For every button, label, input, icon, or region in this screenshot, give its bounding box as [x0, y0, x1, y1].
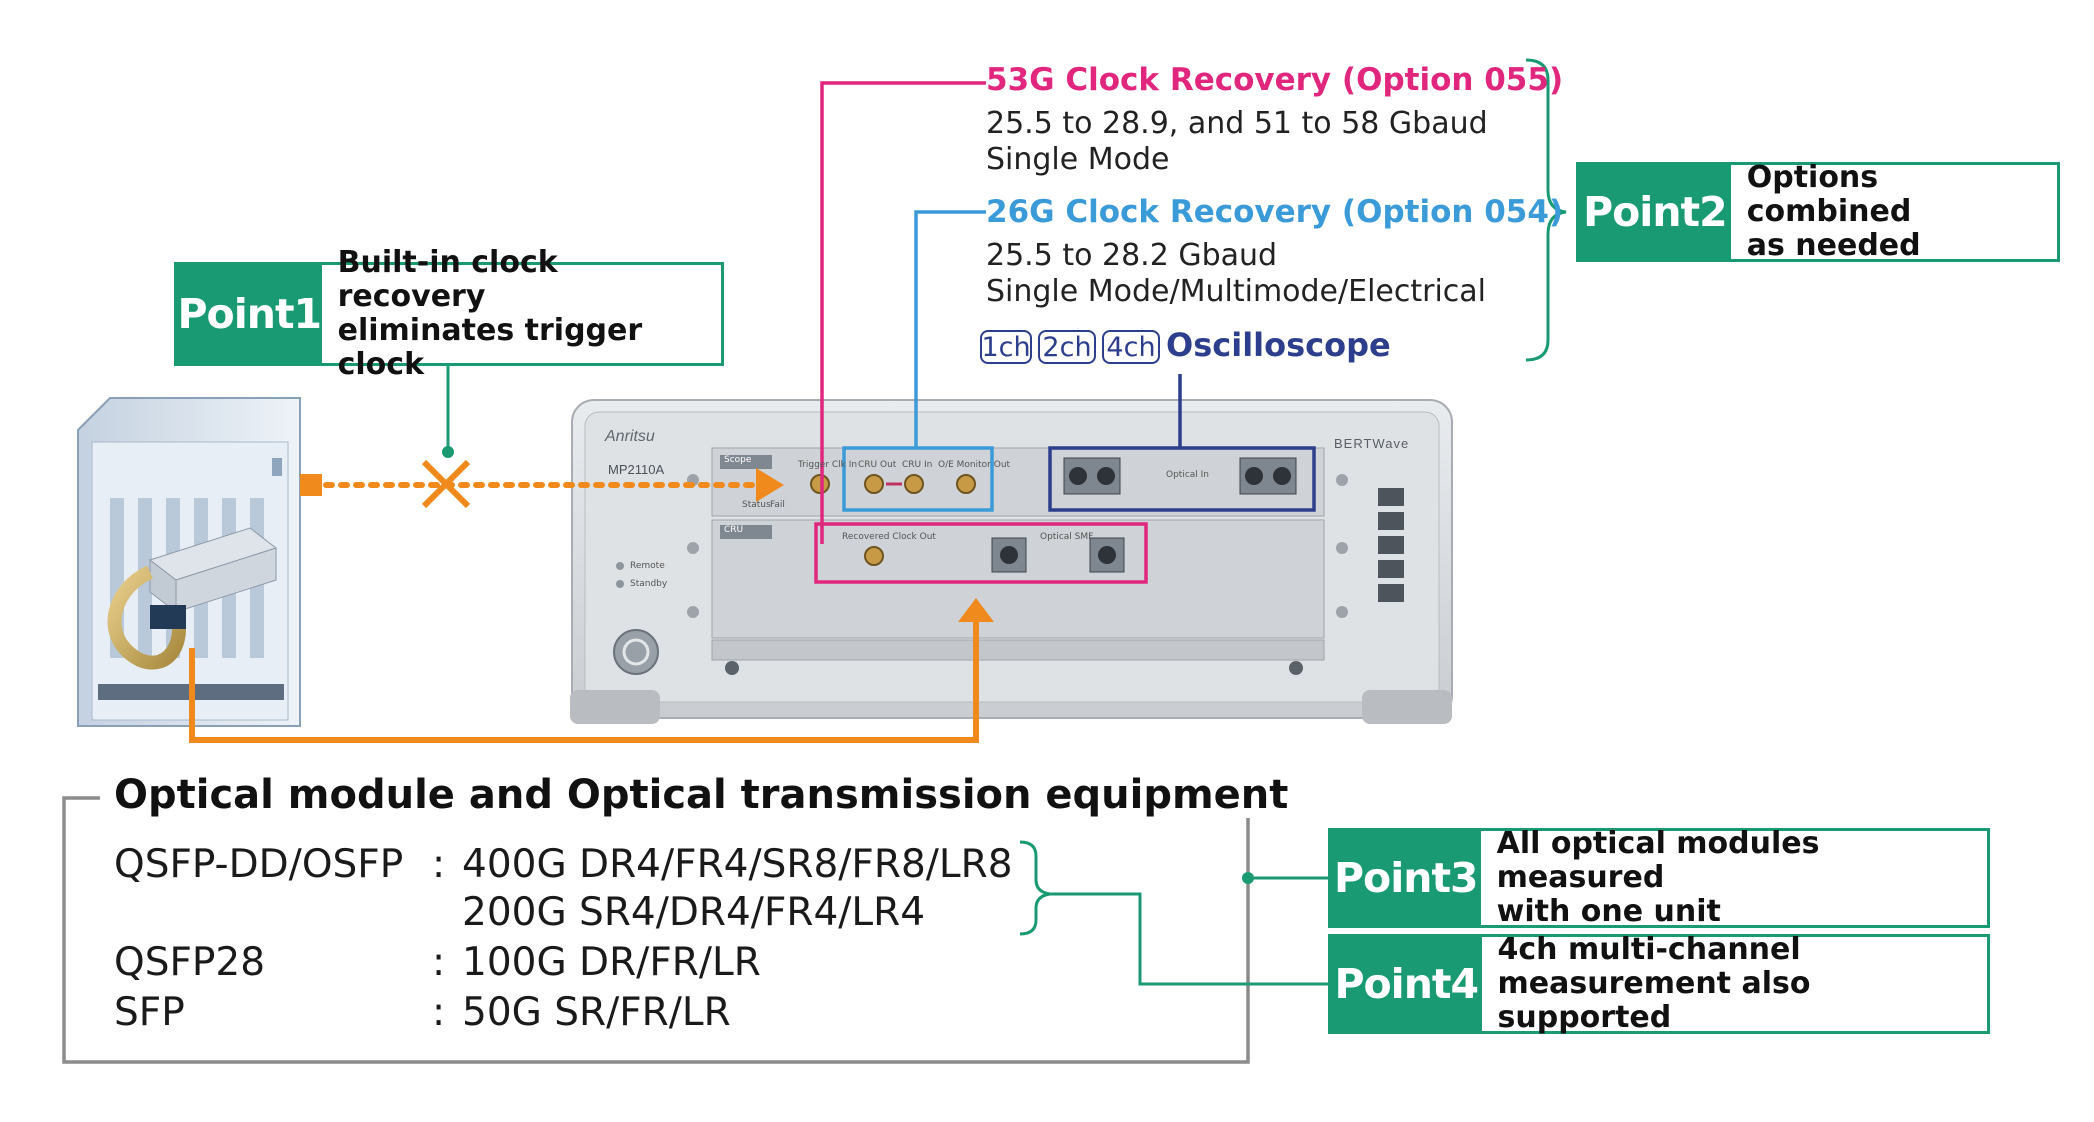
trigger-in-label: Trigger Clk In	[798, 460, 858, 470]
option-054-baud: 25.5 to 28.2 Gbaud	[986, 238, 1278, 273]
point3-label: Point3	[1331, 831, 1481, 925]
product-logo: BERTWave	[1334, 436, 1410, 451]
equipment-row-1-name: QSFP-DD/OSFP	[114, 842, 404, 887]
model-label: MP2110A	[608, 462, 665, 477]
equipment-row-3-sep: :	[432, 940, 446, 985]
trigger-out-port	[300, 474, 322, 496]
equipment-row-4-name: SFP	[114, 990, 185, 1035]
option-055-title: 53G Clock Recovery (Option 055)	[986, 62, 1564, 98]
fail-label: Fail	[770, 500, 785, 510]
standby-label: Standby	[630, 579, 668, 589]
optical-smf-label: Optical SMF	[1040, 532, 1094, 542]
equipment-row-4-value: 50G SR/FR/LR	[462, 990, 731, 1035]
point4-box: Point4 4ch multi-channel measurement als…	[1328, 932, 1990, 1035]
oscilloscope-label: Oscilloscope	[1166, 326, 1391, 364]
cru-in-label: CRU In	[902, 460, 933, 470]
brand-logo: Anritsu	[605, 428, 655, 445]
point1-label: Point1	[177, 265, 322, 363]
option-054-title: 26G Clock Recovery (Option 054)	[986, 194, 1564, 230]
option-055-baud: 25.5 to 28.9, and 51 to 58 Gbaud	[986, 106, 1488, 141]
equipment-row-2-value: 200G SR4/DR4/FR4/LR4	[462, 890, 926, 935]
option-054-mode: Single Mode/Multimode/Electrical	[986, 274, 1487, 309]
optical-in-label: Optical In	[1166, 470, 1210, 480]
point3-line1: All optical modules measured	[1496, 826, 1820, 895]
chip-4ch: 4ch	[1102, 330, 1160, 364]
equipment-row-3-value: 100G DR/FR/LR	[462, 940, 761, 985]
chip-2ch: 2ch	[1038, 330, 1096, 364]
equipment-heading: Optical module and Optical transmission …	[100, 772, 1303, 818]
remote-label: Remote	[630, 561, 665, 571]
cru-tab-label: CRU	[724, 525, 744, 535]
point2-line2: as needed	[1746, 228, 1921, 263]
point1-line2: eliminates trigger clock	[337, 313, 643, 382]
equipment-row-4-sep: :	[432, 990, 446, 1035]
point4-line1: 4ch multi-channel	[1497, 932, 1801, 967]
cru-out-label: CRU Out	[858, 460, 897, 470]
instrument-body	[570, 399, 1453, 724]
point4-label: Point4	[1331, 937, 1482, 1031]
point2-box: Point2 Options combined as needed	[1576, 160, 2060, 263]
cross-mark-icon	[421, 459, 471, 509]
option-055-mode: Single Mode	[986, 142, 1170, 177]
oe-monitor-out-label: O/E Monitor Out	[938, 460, 1011, 470]
point3-line2: with one unit	[1496, 894, 1721, 929]
point2-label: Point2	[1579, 165, 1731, 259]
scope-tab-label: Scope	[724, 455, 752, 465]
status-label: Status	[742, 500, 771, 510]
point1-box: Point1 Built-in clock recovery eliminate…	[174, 246, 724, 382]
equipment-row-1-sep: :	[432, 842, 446, 887]
point4-line2: measurement also supported	[1497, 966, 1811, 1035]
equipment-row-1-value: 400G DR4/FR4/SR8/FR8/LR8	[462, 842, 1013, 887]
point2-line1: Options combined	[1746, 160, 1912, 229]
equipment-row-3-name: QSFP28	[114, 940, 266, 985]
chip-1ch: 1ch	[980, 330, 1032, 364]
point1-line1: Built-in clock recovery	[337, 245, 558, 314]
point3-box: Point3 All optical modules measured with…	[1328, 826, 1990, 929]
recovered-clock-out-label: Recovered Clock Out	[842, 532, 936, 542]
